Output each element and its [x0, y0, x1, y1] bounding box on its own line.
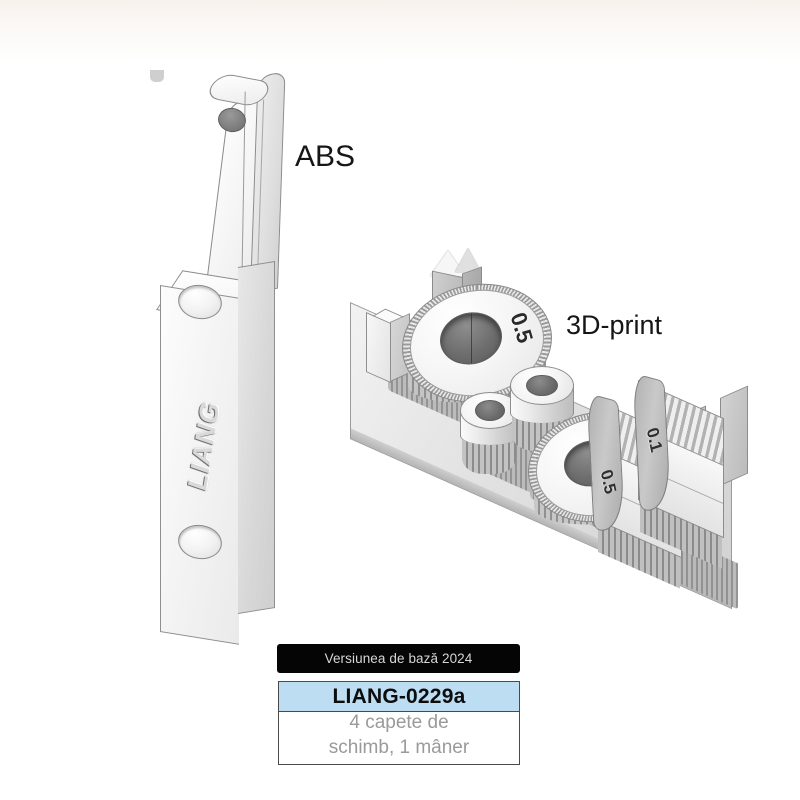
bushing-support-skirt: [462, 440, 516, 475]
product-title-text: LIANG-0229a: [332, 684, 466, 708]
product-title-row[interactable]: LIANG-0229a: [279, 682, 519, 712]
3d-print-callout-label: 3D-print: [566, 310, 663, 340]
version-tooltip: Versiunea de bază 2024: [277, 644, 520, 673]
background-wash: [0, 0, 800, 60]
product-info-table: LIANG-0229a 4 capete de schimb, 1 mâner: [278, 681, 520, 765]
product-description-row: 4 capete de schimb, 1 mâner: [279, 712, 519, 764]
calibration-tower-front: [366, 312, 392, 384]
product-description-text: 4 capete de schimb, 1 mâner: [328, 712, 470, 758]
abs-handle-model: LIANG: [150, 70, 390, 645]
handle-brand-text: LIANG: [182, 395, 225, 494]
print-plate-model: 0.5 0.1: [350, 240, 770, 610]
bushing-bore: [526, 374, 558, 397]
bushing-bore: [475, 400, 505, 421]
handle-bottom-tip: [150, 70, 164, 82]
version-tooltip-text: Versiunea de bază 2024: [324, 651, 473, 666]
block-side-face: [720, 385, 748, 486]
abs-callout-label: ABS: [295, 140, 356, 173]
